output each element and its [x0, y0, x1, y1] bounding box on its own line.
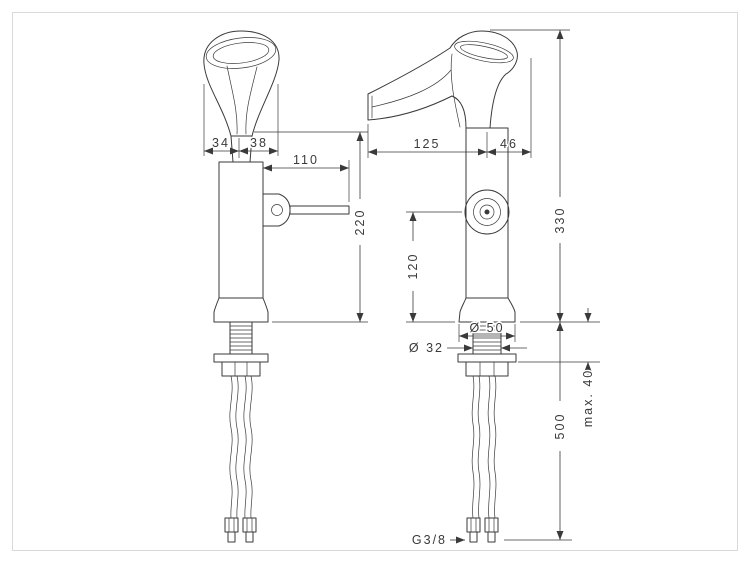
- hose-nut-facets: [228, 517, 235, 533]
- dimension-handle-projection: 110: [263, 152, 350, 202]
- dimension-dial-height: 120: [405, 211, 462, 323]
- dimension-spout-overhang: 46: [487, 58, 532, 158]
- dimension-hose-length: 500: [504, 322, 572, 541]
- hose-line: [487, 375, 491, 519]
- hose-line: [477, 375, 481, 519]
- dimension-funnel-widths: 34 38: [203, 84, 279, 158]
- hose-line: [249, 375, 253, 519]
- hose-line: [235, 375, 239, 519]
- spout-rim-outer: [454, 40, 514, 64]
- dim-label-body-height: 220: [353, 209, 367, 236]
- funnel-throat-line: [226, 65, 238, 135]
- nut-facets: [234, 361, 248, 377]
- hose-nut: [224, 517, 239, 533]
- hose-nut: [242, 517, 257, 533]
- hose-nut-facets: [488, 517, 495, 533]
- temperature-dial: [464, 189, 510, 235]
- hose-line: [471, 375, 475, 519]
- mounting-washer: [457, 353, 517, 363]
- mounting-nut: [465, 361, 509, 377]
- spout-contour-line: [450, 53, 461, 128]
- front-view-drawing: [203, 30, 350, 543]
- dimension-spout-reach: 125: [367, 124, 488, 158]
- hose-nut: [484, 517, 499, 533]
- hose-tube-end: [469, 531, 478, 543]
- hose-nut-facets: [470, 517, 477, 533]
- dim-label-base-diameter: Ø 50: [469, 321, 504, 335]
- dim-label-hose-length: 500: [553, 413, 567, 440]
- dim-label-handle-projection: 110: [293, 153, 319, 167]
- hose-line: [243, 375, 247, 519]
- column-outline: [465, 127, 509, 299]
- body-outline: [218, 161, 264, 299]
- dial-ring-outer: [464, 189, 510, 235]
- mounting-washer: [213, 353, 269, 363]
- side-view-drawing: [367, 30, 518, 543]
- mounting-nut: [221, 361, 261, 377]
- dim-label-shank-diameter: Ø 32: [409, 341, 444, 355]
- hose-tube-end: [227, 531, 236, 543]
- hose-line: [493, 375, 497, 519]
- hose-tube-end: [245, 531, 254, 543]
- dim-label-funnel-width-left: 34: [212, 136, 230, 150]
- funnel-rim-inner: [212, 42, 270, 64]
- dim-label-total-height: 330: [553, 207, 567, 234]
- dim-label-max-mounting-thickness: max. 40: [581, 369, 595, 427]
- hose-fittings: [466, 517, 499, 543]
- dimension-connection-thread: G3/8: [410, 532, 465, 549]
- supply-hoses: [471, 375, 497, 519]
- spout-contour-line: [371, 69, 452, 108]
- dial-ring-inner: [479, 204, 495, 220]
- dimension-base-diameter: Ø 50: [458, 320, 516, 342]
- dim-label-dial-height: 120: [406, 253, 420, 280]
- hose-nut-facets: [246, 517, 253, 533]
- base-flare: [458, 297, 516, 323]
- dimension-annotations: 34 38 110 220 125: [203, 29, 600, 549]
- handle-rod: [289, 205, 350, 215]
- hose-nut: [466, 517, 481, 533]
- dim-label-spout-reach: 125: [414, 137, 441, 151]
- hose-fittings: [224, 517, 257, 543]
- dim-label-funnel-width-right: 38: [250, 136, 268, 150]
- dimension-body-height: 220: [254, 131, 369, 323]
- funnel-throat-line: [245, 66, 258, 135]
- hose-line: [229, 375, 233, 519]
- handle-pivot: [271, 204, 283, 216]
- dial-ring-middle: [473, 198, 501, 226]
- spout-rim-inner: [460, 44, 508, 60]
- handle-clevis: [262, 193, 291, 227]
- spout-outline: [367, 30, 518, 129]
- hose-tube-end: [487, 531, 496, 543]
- supply-hoses: [229, 375, 253, 519]
- dimension-shank-diameter: Ø 32: [407, 340, 527, 357]
- dial-center-dot: [484, 209, 490, 215]
- extension-line: [254, 131, 368, 323]
- dim-label-connection-thread: G3/8: [412, 533, 447, 547]
- shank-threads: [229, 325, 253, 351]
- funnel-rim-outer: [205, 37, 277, 69]
- nut-facets: [479, 361, 495, 377]
- dimension-max-mounting-thickness: max. 40: [518, 308, 600, 429]
- dim-label-spout-overhang: 46: [500, 137, 518, 151]
- neck-outline: [230, 135, 253, 163]
- base-flare: [213, 297, 269, 323]
- funnel-outline: [203, 30, 280, 137]
